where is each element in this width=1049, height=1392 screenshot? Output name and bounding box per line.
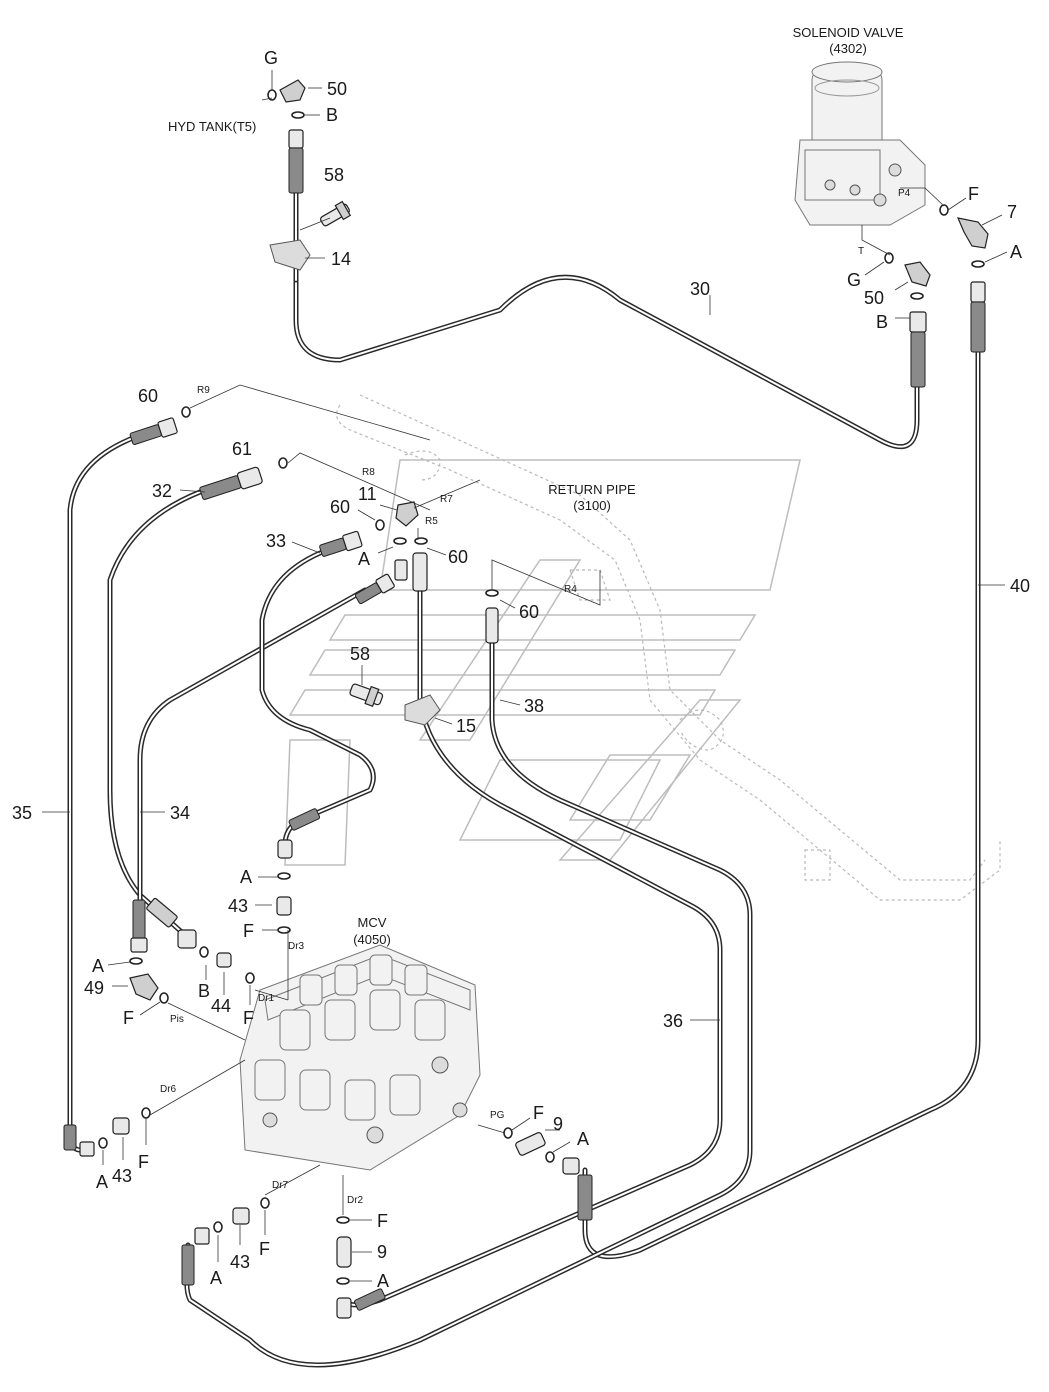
port-label: Dr6 [160,1084,177,1095]
port-labels: P4 T R9 R8 R7 R5 R4 Dr3 Dr1 Pis Dr6 PG D… [160,188,911,1206]
hose-40 [582,297,981,1260]
callout: A [577,1129,589,1149]
callout: 58 [350,644,370,664]
watermark-logo [284,459,801,866]
callout: 9 [377,1242,387,1262]
callout: 43 [112,1166,132,1186]
callout: F [123,1008,134,1028]
port-label: P4 [898,188,911,199]
port-label: PG [490,1110,505,1121]
port-label: Dr2 [347,1195,364,1206]
port-label: R8 [362,467,375,478]
callout: 50 [864,288,884,308]
return-pipe-title: RETURN PIPE [548,482,636,497]
callout: 49 [84,978,104,998]
callout: F [243,921,254,941]
adapters-and-clamps [112,79,989,1268]
mcv-title: MCV [358,915,387,930]
callout: 60 [448,547,468,567]
callout: 15 [456,716,476,736]
port-label: R9 [197,385,210,396]
component-titles: SOLENOID VALVE (4302) HYD TANK(T5) RETUR… [168,25,904,947]
port-label: T [858,246,864,257]
callout: 9 [553,1114,563,1134]
callout: A [96,1172,108,1192]
callout: 61 [232,439,252,459]
port-label: R5 [425,516,438,527]
callout: B [198,981,210,1001]
callout: A [358,549,370,569]
leader-lines [42,70,1008,1282]
callout: G [847,270,861,290]
mcv-body [239,944,481,1171]
port-label: Dr7 [272,1180,289,1191]
callout: 44 [211,996,231,1016]
callout: 14 [331,249,351,269]
callout: 50 [327,79,347,99]
callout: 30 [690,279,710,299]
callout: 43 [228,896,248,916]
hose-36 [342,582,723,1308]
callout: F [243,1008,254,1028]
port-label: Dr1 [258,993,275,1004]
callout: A [92,956,104,976]
callout: 7 [1007,202,1017,222]
solenoid-valve-body [794,61,926,226]
callout: 43 [230,1252,250,1272]
callout: F [533,1103,544,1123]
hose-30 [293,274,920,450]
hose-34 [137,587,368,933]
o-rings [98,89,985,1285]
port-label: Pis [170,1014,184,1025]
callout: 58 [324,165,344,185]
callout: 40 [1010,576,1030,596]
callout: A [210,1268,222,1288]
return-pipe-outline [336,394,1001,901]
port-label: R4 [564,584,577,595]
callout: 60 [519,602,539,622]
callout: F [259,1239,270,1259]
callout: B [326,105,338,125]
callout: 34 [170,803,190,823]
mcv-code: (4050) [353,932,391,947]
port-label: Dr3 [288,941,305,952]
hyd-tank-title: HYD TANK(T5) [168,119,256,134]
callout: F [138,1152,149,1172]
solenoid-valve-code: (4302) [829,41,867,56]
callout: 36 [663,1011,683,1031]
port-label: R7 [440,494,453,505]
callout: 33 [266,531,286,551]
callout: 35 [12,803,32,823]
callout: 60 [138,386,158,406]
part-callouts: G 50 B 58 14 F 7 A G 50 B 30 40 60 61 32… [12,48,1030,1291]
callout: A [240,867,252,887]
callout: 60 [330,497,350,517]
callout: F [377,1211,388,1231]
callout: 38 [524,696,544,716]
callout: G [264,48,278,68]
hose-fittings [63,129,986,1319]
hose-32 [107,489,203,938]
hose-38 [184,637,753,1368]
callout: F [968,184,979,204]
return-pipe-code: (3100) [573,498,611,513]
solenoid-valve-title: SOLENOID VALVE [793,25,904,40]
callout: A [377,1271,389,1291]
callout: B [876,312,888,332]
callout: 11 [358,484,377,504]
callout: 32 [152,481,172,501]
callout: A [1010,242,1022,262]
